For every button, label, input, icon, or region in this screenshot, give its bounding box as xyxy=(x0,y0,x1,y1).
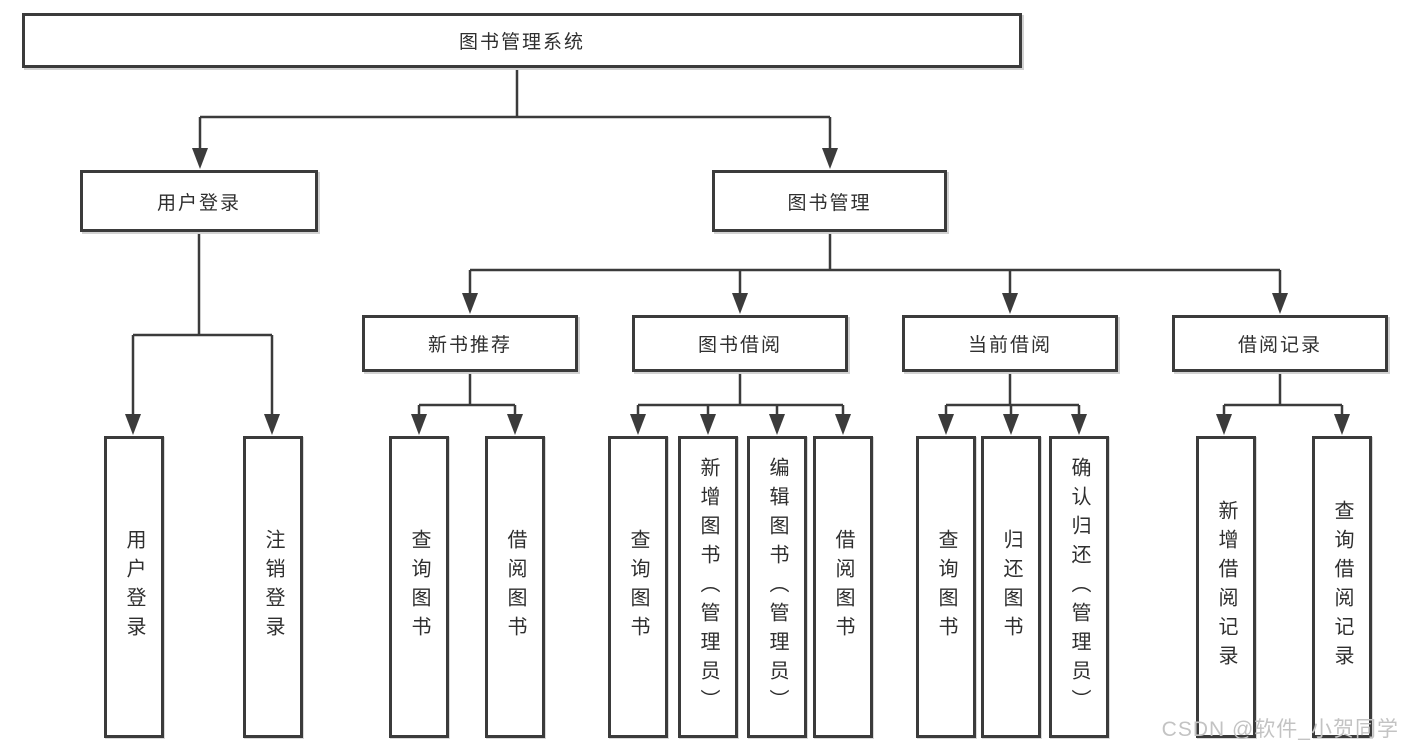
leaf-confirm-return-admin: 确认归还（管理员） xyxy=(1049,436,1109,738)
leaf-add-borrow-record: 新增借阅记录 xyxy=(1196,436,1256,738)
connector-paths xyxy=(131,68,1344,418)
watermark: CSDN @软件_小贺同学 xyxy=(1161,718,1399,741)
node-book-borrowing: 图书借阅 xyxy=(632,315,848,372)
leaf-query-borrow-record: 查询借阅记录 xyxy=(1312,436,1372,738)
leaf-user-login: 用户登录 xyxy=(104,436,164,738)
leaf-edit-book-admin: 编辑图书（管理员） xyxy=(747,436,807,738)
node-book-management: 图书管理 xyxy=(712,170,947,232)
node-new-book-recommend: 新书推荐 xyxy=(362,315,578,372)
leaf-borrow-books-recommend: 借阅图书 xyxy=(485,436,545,738)
node-current-borrowing: 当前借阅 xyxy=(902,315,1118,372)
leaf-return-books: 归还图书 xyxy=(981,436,1041,738)
leaf-query-books-borrowing: 查询图书 xyxy=(608,436,668,738)
leaf-borrow-books-borrowing: 借阅图书 xyxy=(813,436,873,738)
node-borrowing-records: 借阅记录 xyxy=(1172,315,1388,372)
node-library-system: 图书管理系统 xyxy=(22,13,1022,68)
node-user-login: 用户登录 xyxy=(80,170,318,232)
arrowhead-down-icons xyxy=(125,148,1350,435)
leaf-query-books-recommend: 查询图书 xyxy=(389,436,449,738)
leaf-add-book-admin: 新增图书（管理员） xyxy=(678,436,738,738)
leaf-query-books-current: 查询图书 xyxy=(916,436,976,738)
leaf-logout: 注销登录 xyxy=(243,436,303,738)
